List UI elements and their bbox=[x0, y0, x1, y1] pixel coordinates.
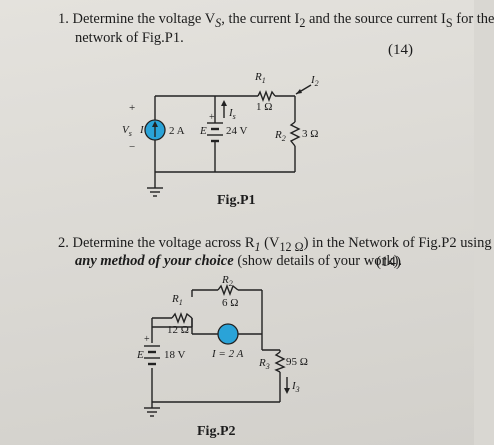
fig1-e-label: E bbox=[199, 125, 207, 137]
fig2-battery-plus: + bbox=[144, 334, 150, 345]
fig2-caption: Fig.P2 bbox=[197, 424, 236, 439]
fig1-caption: Fig.P1 bbox=[217, 193, 256, 208]
fig1-r2-value: 3 Ω bbox=[302, 128, 318, 140]
fig1-vs-minus: − bbox=[129, 141, 135, 153]
fig1-current-source-value: 2 A bbox=[169, 125, 185, 137]
fig1-current-source-arrowhead bbox=[152, 121, 158, 127]
fig2-i3-label: I3 bbox=[291, 380, 300, 394]
question-1-marks: (14) bbox=[388, 42, 413, 58]
fig2-i3-arrowhead bbox=[284, 388, 290, 394]
fig2-current-source-value: I = 2 A bbox=[211, 348, 244, 360]
fig2-r2-label: R2 bbox=[221, 274, 233, 288]
fig2-current-source bbox=[217, 323, 239, 345]
fig2-r3-value: 95 Ω bbox=[286, 356, 308, 368]
question-2-marks: (14) bbox=[376, 254, 401, 270]
fig2-battery-value: 18 V bbox=[164, 349, 186, 361]
fig1-r1-resistor bbox=[257, 90, 276, 102]
fig2-r2-resistor bbox=[217, 284, 239, 296]
fig1-vs-plus: + bbox=[129, 102, 135, 114]
fig1-r1-label: R1 bbox=[254, 71, 266, 85]
fig1-i2-arrowhead bbox=[296, 89, 302, 94]
fig1-r2-label: R2 bbox=[274, 129, 286, 143]
figure-p2-circuit: R1 12 Ω R2 6 Ω I = 2 A + E 18 V R3 95 Ω … bbox=[136, 274, 308, 417]
fig2-e-label: E bbox=[136, 349, 144, 361]
figure-p1-circuit: R1 1 Ω I2 Is + Vs − I 2 A + E 24 V R2 3 … bbox=[122, 71, 319, 197]
fig1-battery-value: 24 V bbox=[226, 125, 248, 137]
question-2-line-1: 2. Determine the voltage across R1 (V12 … bbox=[58, 235, 492, 254]
fig2-r2-value: 6 Ω bbox=[222, 297, 238, 309]
fig2-r3-label: R3 bbox=[258, 357, 270, 371]
fig1-is-label: Is bbox=[228, 107, 236, 121]
fig2-r1-value: 12 Ω bbox=[167, 324, 189, 336]
fig2-r1-label: R1 bbox=[171, 293, 183, 307]
question-2-line-2: any method of your choice (show details … bbox=[75, 253, 403, 269]
question-1-line-2: network of Fig.P1. bbox=[75, 30, 184, 46]
question-1-line-1: 1. Determine the voltage VS, the current… bbox=[58, 11, 494, 30]
fig1-is-arrowhead bbox=[221, 100, 227, 106]
fig2-r3-resistor bbox=[274, 351, 286, 373]
fig1-battery-plus: + bbox=[209, 112, 215, 123]
fig1-i2-label: I2 bbox=[310, 74, 319, 88]
fig1-current-source-i-label: I bbox=[139, 124, 145, 136]
fig1-r2-resistor bbox=[289, 121, 301, 147]
fig2-r1-resistor bbox=[171, 312, 193, 324]
fig1-vs-label: Vs bbox=[122, 124, 132, 138]
fig1-r1-value: 1 Ω bbox=[256, 101, 272, 113]
